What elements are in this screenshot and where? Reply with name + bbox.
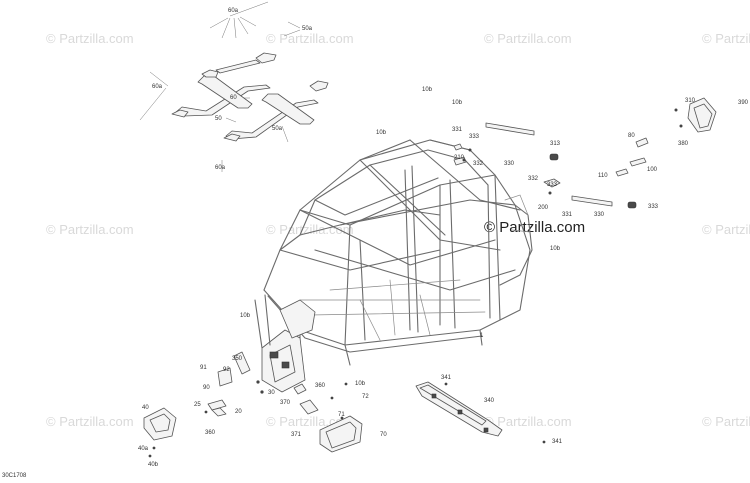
callout-label: 350 [232,356,243,362]
callout-label: 330 [504,161,515,167]
callout-label: 91 [200,365,207,371]
lower-parts [143,351,546,458]
callout-label: 331 [452,127,463,133]
upper-crossbar-60 [171,52,277,118]
watermark: © Partzilla.com [46,31,134,46]
callout-label: 72 [362,394,369,400]
callout-label: 10b [550,246,561,252]
callout-label: 50a [272,126,283,132]
callout-label: 90 [203,385,210,391]
watermark: © Partzilla.com [46,222,134,237]
watermark: © Partzilla.com [484,414,572,429]
callout-label: 332 [473,161,484,167]
callout-label: 331 [562,212,573,218]
callout-label: 210 [454,155,465,161]
callout-label: 50 [215,116,222,122]
callout-label: 30 [268,390,275,396]
callout-label: 371 [291,432,302,438]
callout-label: 341 [552,439,563,445]
watermark: © Partzilla.com [484,31,572,46]
callout-label: 40b [148,462,159,468]
callout-label: 10b [355,381,366,387]
callout-label: 341 [441,375,452,381]
lower-crossbar-50 [223,80,329,142]
callout-label: 20 [235,409,242,415]
callout-label: 333 [648,204,659,210]
diagram-code: 30C1708 [2,473,27,479]
callout-label: 333 [469,134,480,140]
callout-label: 1 [480,333,484,339]
callout-label: 200 [538,205,549,211]
rear-parts [453,97,717,209]
callout-label: 313 [550,141,561,147]
callout-label: 310 [685,98,696,104]
callout-label: 71 [338,412,345,418]
callout-label: 60 [230,95,237,101]
callout-label: 360 [315,383,326,389]
callout-label: 10b [452,100,463,106]
callout-label: 50a [302,26,313,32]
watermark: © Partzilla.com [702,414,750,429]
callout-label: 10b [422,87,433,93]
callout-label: 80 [628,133,635,139]
callout-label: 332 [528,176,539,182]
callout-label: 70 [380,432,387,438]
callout-label: 40 [142,405,149,411]
callout-label: 60a [152,84,163,90]
callout-label: 25 [194,402,201,408]
fastener-leaders-top [139,1,301,172]
callout-label: 10b [376,130,387,136]
callout-label: 360 [205,430,216,436]
watermark: © Partzilla.com [702,31,750,46]
callout-label: 380 [678,141,689,147]
callout-label: 60a [215,165,226,171]
callout-label: 340 [484,398,495,404]
callout-label: 10b [240,313,251,319]
callout-label: 92 [223,367,230,373]
callout-label: 60a [228,8,239,14]
watermark-main: © Partzilla.com [484,219,586,236]
callout-label: 100 [647,167,658,173]
callout-label: 370 [280,400,291,406]
watermark: © Partzilla.com [702,222,750,237]
callout-label: 333 [547,182,558,188]
watermark: © Partzilla.com [46,414,134,429]
callout-label: 390 [738,100,749,106]
callout-label: 40a [138,446,149,452]
main-frame [254,139,533,393]
callout-label: 110 [598,173,608,179]
callout-label: 330 [594,212,605,218]
